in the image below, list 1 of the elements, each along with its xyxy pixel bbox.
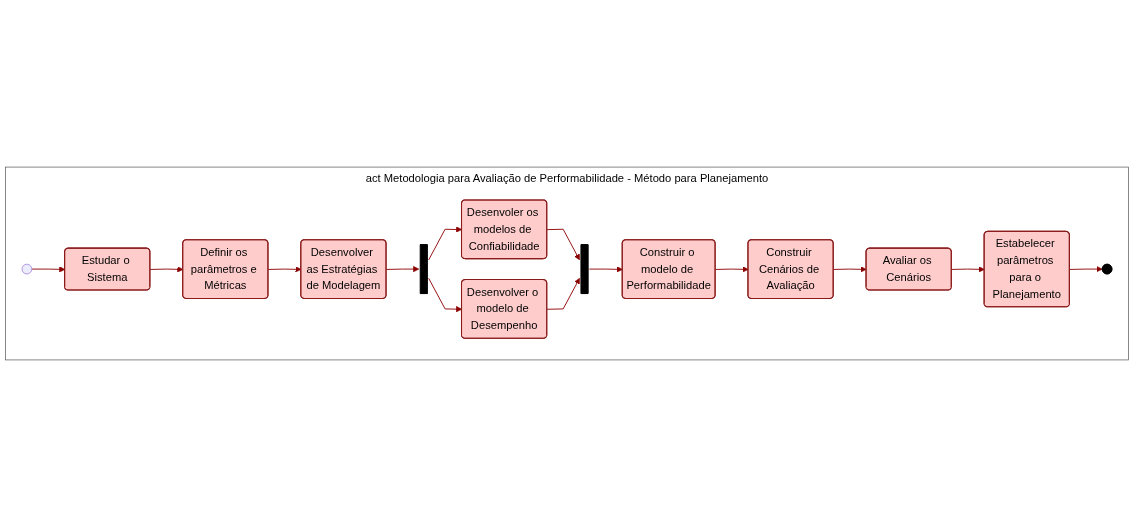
node-circle (21, 263, 33, 275)
